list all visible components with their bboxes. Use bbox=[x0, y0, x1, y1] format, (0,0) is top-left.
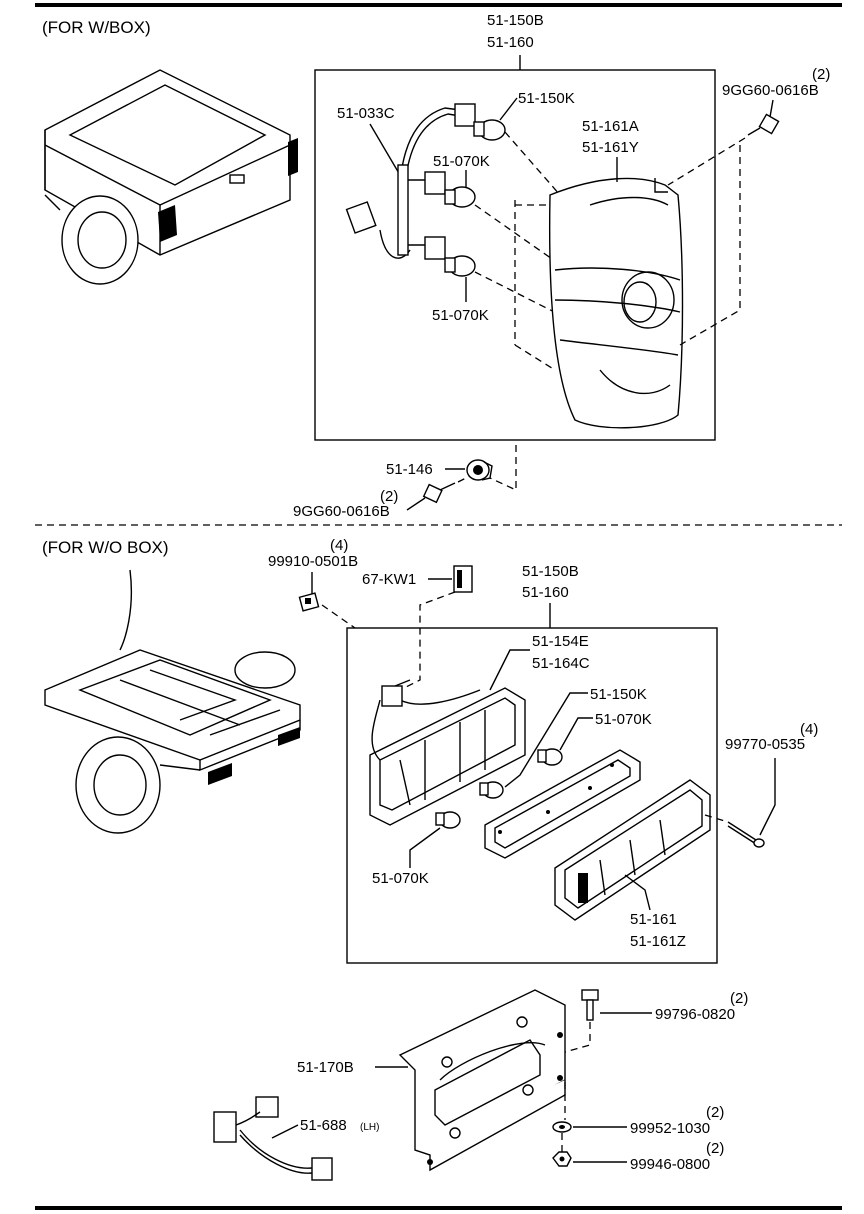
bottom-gasket bbox=[484, 749, 641, 859]
top-label-screw-qty: (2) bbox=[812, 66, 830, 83]
bottom-label-bolt-qty: (2) bbox=[730, 990, 748, 1007]
bottom-label-51-070k-right: 51-070K bbox=[595, 711, 652, 728]
top-assembly-box bbox=[314, 69, 716, 441]
bottom-label-nut-qty: (2) bbox=[706, 1140, 724, 1157]
truck-with-box-illustration bbox=[44, 69, 298, 285]
bottom-bulb-51-070k-right bbox=[537, 748, 563, 766]
bottom-label-51-164c: 51-164C bbox=[532, 655, 590, 672]
truck-without-box-illustration bbox=[44, 569, 301, 834]
bottom-nut-clip bbox=[298, 592, 320, 612]
section-title-with-box: (FOR W/BOX) bbox=[42, 18, 151, 37]
top-screw-lower bbox=[422, 482, 456, 504]
top-label-51-070k-lower: 51-070K bbox=[432, 307, 489, 324]
top-label-51-161a: 51-161A bbox=[582, 118, 639, 135]
top-label-51-150b: 51-150B bbox=[487, 12, 544, 29]
section-title-without-box: (FOR W/O BOX) bbox=[42, 538, 169, 557]
bottom-label-99910-0501b: 99910-0501B bbox=[268, 553, 358, 570]
top-label-51-033c: 51-033C bbox=[337, 105, 395, 122]
bottom-bolt-99796-0820 bbox=[581, 989, 599, 1021]
top-label-9gg60-0616b-upper: 9GG60-0616B bbox=[722, 82, 819, 99]
bottom-label-screw-qty: (4) bbox=[800, 721, 818, 738]
bottom-label-99770-0535: 99770-0535 bbox=[725, 736, 805, 753]
bottom-nut-99946-0800 bbox=[552, 1151, 572, 1167]
bottom-harness-51-688 bbox=[213, 1096, 333, 1181]
top-bulb-51-150k bbox=[473, 119, 506, 141]
bottom-bulb-51-150k bbox=[479, 781, 504, 799]
top-wiring-harness bbox=[345, 103, 476, 260]
top-label-screw-bottom-qty: (2) bbox=[380, 488, 398, 505]
bottom-label-51-161: 51-161 bbox=[630, 911, 677, 928]
bottom-label-99796-0820: 99796-0820 bbox=[655, 1006, 735, 1023]
top-label-51-161y: 51-161Y bbox=[582, 139, 639, 156]
bottom-label-nut-clip-qty: (4) bbox=[330, 537, 348, 554]
bottom-label-51-150k: 51-150K bbox=[590, 686, 647, 703]
bottom-label-harness-side: (LH) bbox=[360, 1122, 379, 1133]
bottom-lamp-housing bbox=[369, 679, 526, 826]
top-label-51-150k: 51-150K bbox=[518, 90, 575, 107]
bottom-bulb-51-070k-left bbox=[435, 811, 461, 829]
top-label-51-070k-upper: 51-070K bbox=[433, 153, 490, 170]
bottom-label-67-kw1: 67-KW1 bbox=[362, 571, 416, 588]
bottom-washer-99952-1030 bbox=[552, 1121, 572, 1133]
top-label-51-146: 51-146 bbox=[386, 461, 433, 478]
bottom-lamp-lens bbox=[554, 779, 711, 921]
bottom-label-51-161z: 51-161Z bbox=[630, 933, 686, 950]
bottom-mounting-bracket bbox=[398, 989, 566, 1172]
top-label-51-160: 51-160 bbox=[487, 34, 534, 51]
bottom-label-51-070k-left: 51-070K bbox=[372, 870, 429, 887]
bottom-label-99952-1030: 99952-1030 bbox=[630, 1120, 710, 1137]
tail-lamp-left-mark bbox=[158, 205, 177, 242]
bottom-label-51-688: 51-688 bbox=[300, 1117, 347, 1134]
bottom-label-51-150b: 51-150B bbox=[522, 563, 579, 580]
combo-lamp-right-mark bbox=[278, 727, 300, 746]
bottom-label-51-160: 51-160 bbox=[522, 584, 569, 601]
bottom-connector-67-kw1 bbox=[453, 565, 473, 593]
bottom-screw bbox=[727, 821, 765, 848]
top-bulb-51-070k-upper bbox=[444, 186, 476, 208]
top-bulb-51-070k-lower bbox=[444, 255, 476, 277]
tail-lamp-right-mark bbox=[288, 138, 298, 176]
bottom-label-99946-0800: 99946-0800 bbox=[630, 1156, 710, 1173]
top-label-9gg60-0616b-lower: 9GG60-0616B bbox=[293, 503, 390, 520]
bottom-label-washer-qty: (2) bbox=[706, 1104, 724, 1121]
bottom-label-51-154e: 51-154E bbox=[532, 633, 589, 650]
top-grommet-51-146 bbox=[466, 459, 493, 481]
bottom-label-51-170b: 51-170B bbox=[297, 1059, 354, 1076]
top-tail-lamp-lens bbox=[548, 177, 684, 429]
combo-lamp-left-mark bbox=[208, 763, 232, 785]
top-screw-upper bbox=[747, 113, 780, 136]
bottom-assembly-box bbox=[346, 627, 718, 964]
